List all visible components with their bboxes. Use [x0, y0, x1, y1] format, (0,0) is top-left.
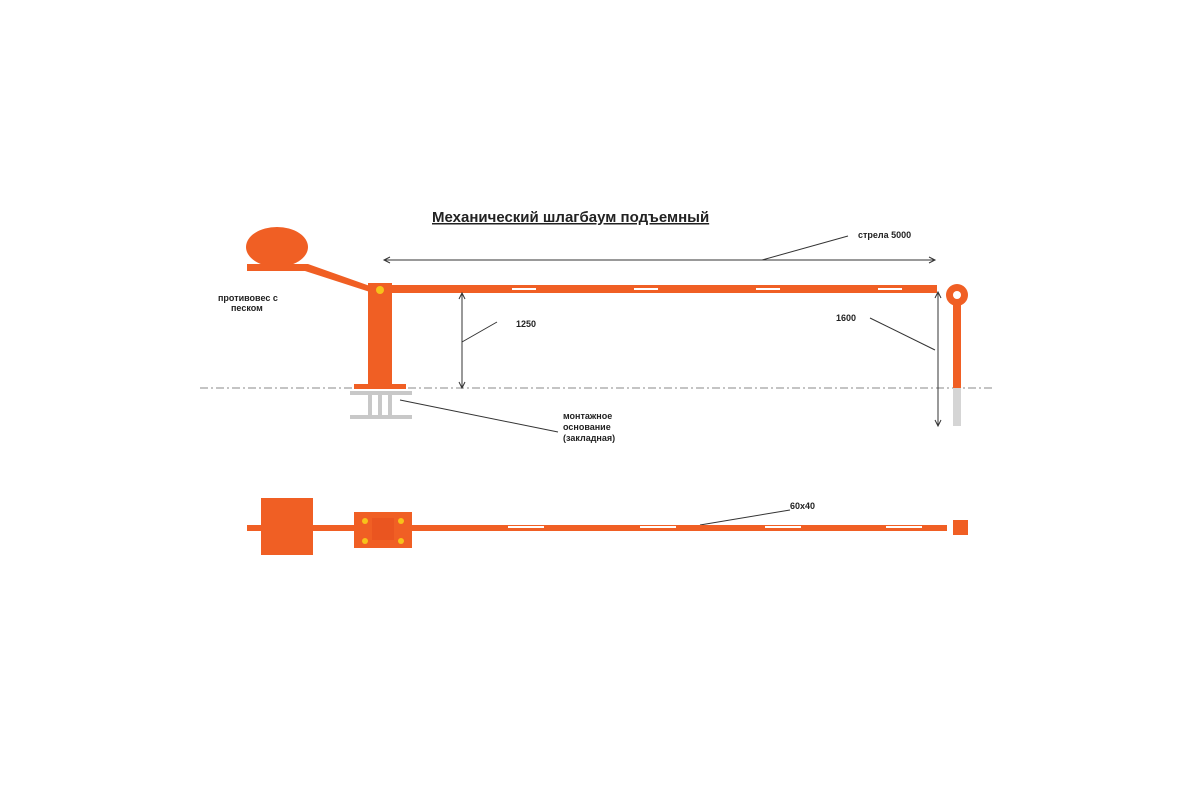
boom-stripes [512, 288, 902, 290]
arrow-head [458, 291, 466, 300]
top-post [372, 518, 394, 540]
top-boom-stripes [508, 526, 922, 528]
base-label-3: (закладная) [563, 433, 615, 443]
boom-stripe [756, 288, 780, 290]
end-post [953, 295, 961, 388]
end-fork-hole [953, 291, 961, 299]
top-bolt [362, 538, 368, 544]
top-bolt [398, 518, 404, 524]
end-post-buried [953, 388, 961, 426]
drawing-title: Механический шлагбаум подъемный [432, 209, 709, 226]
boom-leader [761, 235, 849, 261]
top-boom [247, 525, 947, 531]
boom-length-label: стрела 5000 [858, 230, 911, 240]
counterweight-label-2: песком [231, 303, 263, 313]
side-view [246, 227, 968, 426]
arrow-head [934, 290, 942, 299]
counterweight-label-1: противовес с [218, 293, 278, 303]
arrow-head [458, 381, 466, 390]
top-bolt [398, 538, 404, 544]
boom-stripe [878, 288, 902, 290]
pivot-bolt [376, 286, 384, 294]
counterweight-arm [247, 264, 370, 292]
arrow-head [928, 256, 937, 264]
base-plate [354, 384, 406, 389]
main-post [368, 283, 392, 385]
top-bolt [362, 518, 368, 524]
dimensions [382, 235, 942, 526]
embedded-mount [350, 391, 412, 419]
mount-rod [368, 395, 372, 415]
base-leader [399, 399, 559, 433]
section-leader [699, 509, 791, 526]
base-label-2: основание [563, 422, 611, 432]
base-label-1: монтажное [563, 411, 612, 421]
pivot-height-label: 1250 [516, 319, 536, 329]
top-end-post [953, 520, 968, 535]
boom-stripe [634, 288, 658, 290]
mount-plate-bottom [350, 415, 412, 419]
boom-stripe [512, 288, 536, 290]
section-label: 60x40 [790, 501, 815, 511]
top-boom-stripe [640, 526, 676, 528]
top-boom-stripe [886, 526, 922, 528]
top-view [247, 498, 968, 555]
end-height-label: 1600 [836, 313, 856, 323]
mount-rod [378, 395, 382, 415]
top-counterweight [261, 498, 313, 555]
mount-rod [388, 395, 392, 415]
end-height-leader [869, 317, 936, 351]
pivot-height-leader [461, 321, 498, 343]
mount-plate-top [350, 391, 412, 395]
arrow-head [382, 256, 391, 264]
top-boom-stripe [765, 526, 801, 528]
arrow-head [934, 419, 942, 428]
top-boom-stripe [508, 526, 544, 528]
counterweight-disc [246, 227, 308, 267]
